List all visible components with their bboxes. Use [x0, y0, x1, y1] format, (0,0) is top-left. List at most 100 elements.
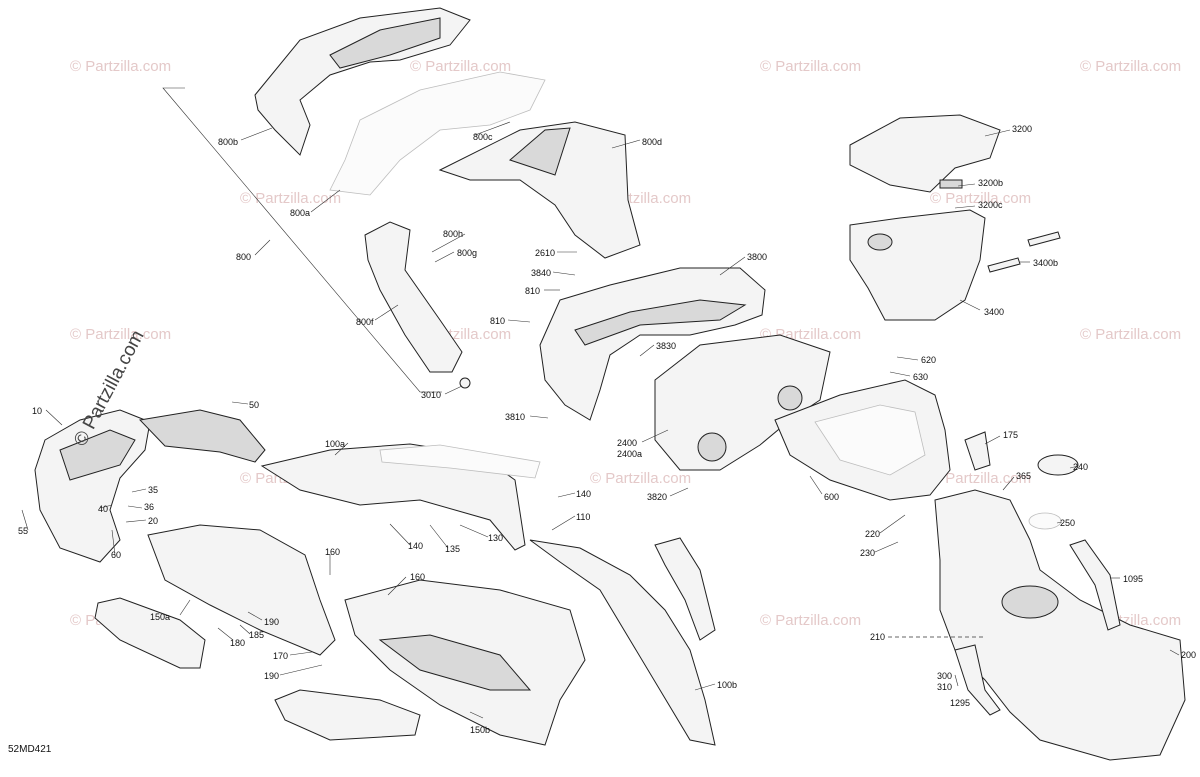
label-10: 10	[32, 406, 42, 416]
label-810-a: 810	[525, 286, 540, 296]
diagram-code: 52MD421	[8, 744, 52, 755]
label-3010: 3010	[421, 390, 441, 400]
part-800c-ghost	[329, 71, 546, 196]
label-200: 200	[1181, 650, 1196, 660]
callout-labels: 800b 800c 800d 800a 800 800h 800g 800f 3…	[18, 124, 1196, 735]
part-3010	[459, 377, 471, 389]
label-310: 310	[937, 682, 952, 692]
label-630: 630	[913, 372, 928, 382]
label-2610: 2610	[535, 248, 555, 258]
label-300: 300	[937, 671, 952, 681]
part-2400-lamp-1	[697, 432, 727, 462]
watermark-tile: © Partzilla.com	[590, 470, 692, 487]
label-2400a: 2400a	[617, 449, 642, 459]
label-3810: 3810	[505, 412, 525, 422]
label-150a: 150a	[150, 612, 170, 622]
label-620: 620	[921, 355, 936, 365]
label-3800: 3800	[747, 252, 767, 262]
label-800b: 800b	[218, 137, 238, 147]
label-160-b: 160	[410, 572, 425, 582]
label-100b: 100b	[717, 680, 737, 690]
label-170: 170	[273, 651, 288, 661]
part-1095	[1069, 539, 1121, 631]
label-800: 800	[236, 252, 251, 262]
watermark-tile: © Partzilla.com	[930, 190, 1032, 207]
label-35: 35	[148, 485, 158, 495]
label-3200c: 3200c	[978, 200, 1003, 210]
label-3840: 3840	[531, 268, 551, 278]
part-800d-inner	[509, 127, 571, 176]
part-175	[964, 431, 991, 471]
part-3800-inner	[574, 299, 747, 346]
label-140-b: 140	[408, 541, 423, 551]
part-150b-inner	[378, 634, 532, 691]
part-100b	[529, 539, 716, 746]
watermark-tile: © Partzilla.com	[410, 58, 512, 75]
label-3820: 3820	[647, 492, 667, 502]
watermark-tile: © Partzilla.com	[1080, 58, 1182, 75]
part-2400-lamp-2	[777, 385, 803, 411]
part-200	[934, 489, 1186, 761]
part-800f	[364, 221, 463, 373]
part-10-grille	[59, 429, 136, 481]
label-600: 600	[824, 492, 839, 502]
label-3200: 3200	[1012, 124, 1032, 134]
label-180: 180	[230, 638, 245, 648]
part-250	[1028, 512, 1062, 530]
part-150a	[147, 524, 336, 656]
label-800g: 800g	[457, 248, 477, 258]
part-800d	[438, 121, 641, 259]
label-220: 220	[865, 529, 880, 539]
label-365: 365	[1016, 471, 1031, 481]
label-210: 210	[870, 632, 885, 642]
part-3200	[849, 114, 1001, 193]
label-190-b: 190	[264, 671, 279, 681]
label-55: 55	[18, 526, 28, 536]
label-230: 230	[860, 548, 875, 558]
bracket-800	[162, 87, 442, 393]
part-600-screen	[814, 404, 926, 476]
part-240	[1037, 454, 1079, 476]
label-110: 110	[576, 512, 590, 522]
watermark-tile: © Partzilla.com	[240, 190, 342, 207]
label-3400b: 3400b	[1033, 258, 1058, 268]
watermark-tile: © Partzilla.com	[760, 58, 862, 75]
label-185: 185	[249, 630, 264, 640]
label-250: 250	[1060, 518, 1075, 528]
part-3400	[849, 209, 986, 321]
label-130: 130	[488, 533, 503, 543]
part-10-arm	[138, 409, 266, 463]
part-3400b-strip-1	[1027, 231, 1061, 247]
label-40: 40	[98, 504, 108, 514]
part-800b-inner	[329, 17, 441, 69]
label-100a: 100a	[325, 439, 345, 449]
part-100b-strip	[654, 537, 716, 641]
part-150b-strip	[274, 689, 421, 741]
label-20: 20	[148, 516, 158, 526]
label-160-a: 160	[325, 547, 340, 557]
watermark-tile: © Partzilla.com	[70, 58, 172, 75]
label-140-a: 140	[576, 489, 591, 499]
part-3400-lid-ring	[867, 233, 893, 251]
part-3200b	[939, 179, 963, 189]
watermark-tile: © Partzilla.com	[1080, 326, 1182, 343]
label-2400: 2400	[617, 438, 637, 448]
label-1295: 1295	[950, 698, 970, 708]
label-240: 240	[1073, 462, 1088, 472]
label-135: 135	[445, 544, 460, 554]
part-150a-strip	[94, 597, 206, 669]
label-150b: 150b	[470, 725, 490, 735]
label-3200b: 3200b	[978, 178, 1003, 188]
label-190-a: 190	[264, 617, 279, 627]
watermark-tile: © Partzilla.com	[760, 612, 862, 629]
label-60: 60	[111, 550, 121, 560]
part-100a	[260, 443, 526, 551]
part-3400b-strip-2	[987, 257, 1021, 273]
label-175: 175	[1003, 430, 1018, 440]
watermark-tile: © Partzilla.com	[70, 326, 172, 343]
watermark-tile: © Partzilla.com	[930, 470, 1032, 487]
label-810-b: 810	[490, 316, 505, 326]
label-800c: 800c	[473, 132, 493, 142]
